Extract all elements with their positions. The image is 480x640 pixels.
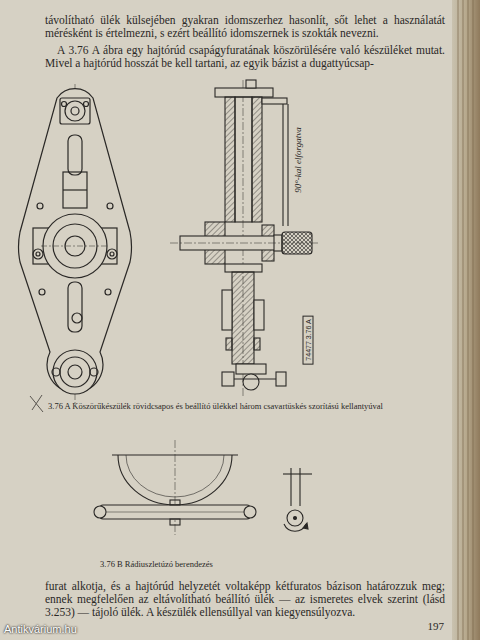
section-view [170, 80, 320, 396]
view-note: 90°-kal elforgatva [293, 127, 303, 193]
radius-device [94, 440, 312, 535]
body-text: távolítható ülék külsejében gyakran idom… [45, 14, 445, 40]
figure-caption: 3.76 A Köszörűkészülék rövidcsapos és be… [48, 402, 443, 412]
watermark: Antikvárium.hu [4, 623, 134, 636]
pencil-mark [30, 395, 43, 412]
stamp-text: 74477 3.76 A [305, 319, 312, 360]
figure-caption: 3.76 B Rádiuszletúzó berendezés [100, 560, 440, 570]
page-number: 197 [418, 620, 444, 633]
drawing-stamp: 74477 3.76 A [303, 315, 314, 364]
body-text: furat alkotja, és a hajtórúd helyzetét v… [45, 580, 445, 620]
body-text: A 3.76 A ábra egy hajtórúd csapágyfuratá… [45, 44, 445, 70]
page-edges [458, 0, 473, 640]
book-edge [452, 0, 480, 640]
plan-view [19, 84, 132, 404]
